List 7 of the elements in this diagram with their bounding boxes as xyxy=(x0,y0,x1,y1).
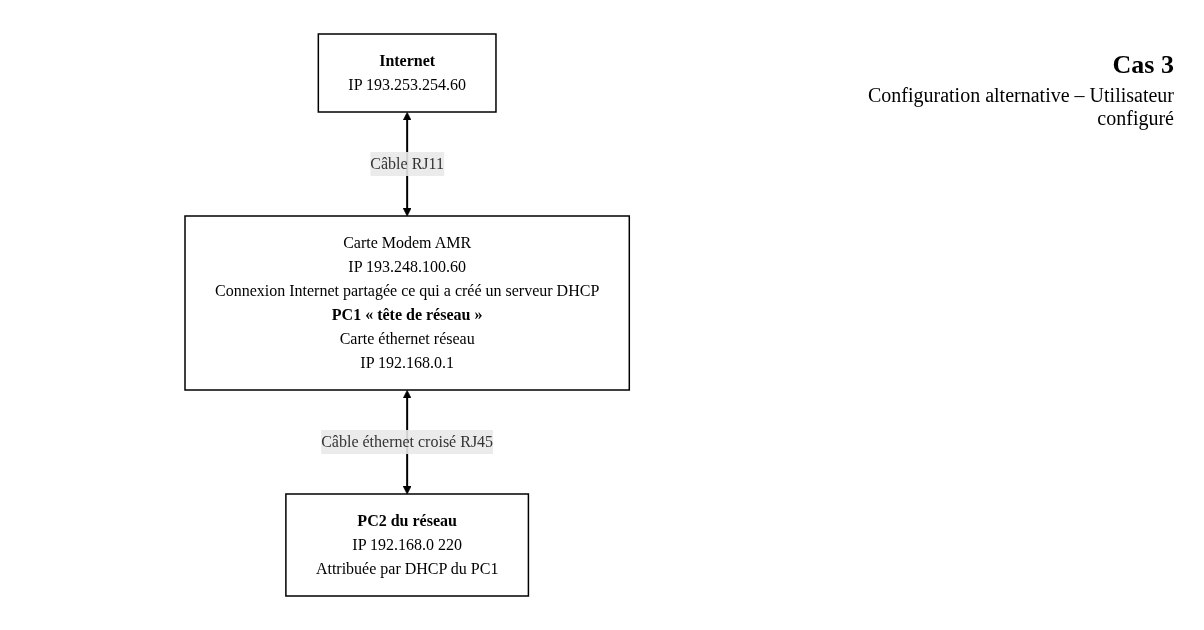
edge-label: Câble RJ11 xyxy=(370,155,444,172)
subtitle: Configuration alternative – Utilisateur configuré xyxy=(866,84,1174,130)
node-box: PC2 du réseau IP 192.168.0 220 Attribuée par DHCP du PC1 xyxy=(285,493,529,597)
title: Cas 3 xyxy=(1111,50,1174,80)
node-box: Internet IP 193.253.254.60 xyxy=(317,33,497,113)
node-box: Carte Modem AMR IP 193.248.100.60 Connexion Internet partagée ce qui a créé un serveur DHCP PC1 « tête de réseau » Carte éthernet réseau IP 192.168.0.1 xyxy=(184,215,630,391)
edge-label: Câble éthernet croisé RJ45 xyxy=(321,433,493,450)
